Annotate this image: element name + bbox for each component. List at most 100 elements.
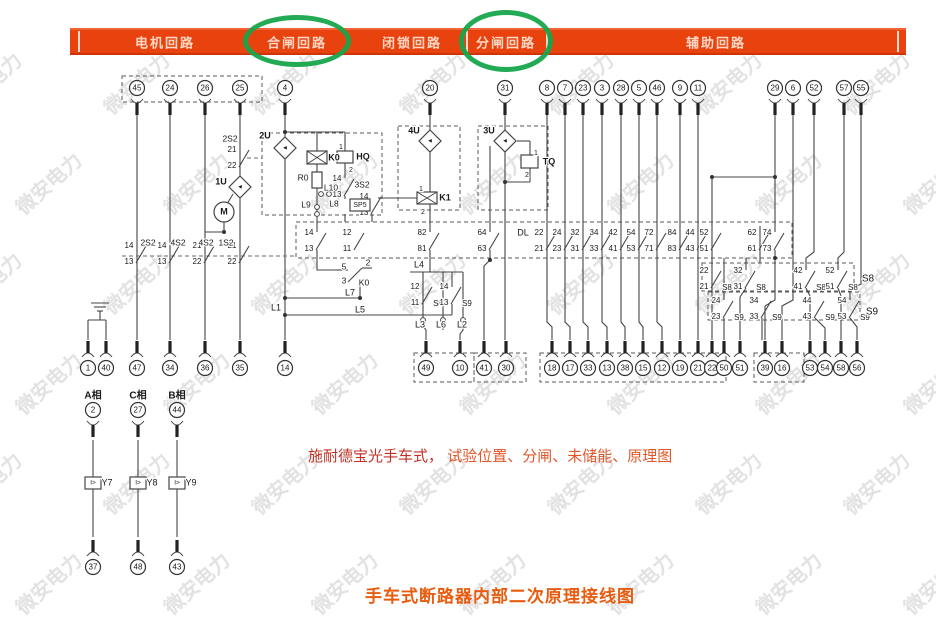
contact-num: 64 [478,228,487,237]
terminal-num-40: 40 [102,364,111,373]
terminal-num-26: 26 [201,84,210,93]
contact-slash [545,232,557,251]
label: L9 [301,199,311,209]
contact-num: 72 [645,228,654,237]
terminal-num-48: 48 [134,563,143,572]
terminal-30 [497,359,515,377]
label: L5 [355,304,365,314]
contact-slash [315,232,327,251]
label: Y8 [146,477,157,487]
terminal-num-25: 25 [236,84,245,93]
contact-num: 31 [571,244,580,253]
contact-num: 34 [750,296,759,305]
watermark: 微安电力 [750,548,826,620]
terminal-num-2: 2 [91,406,96,415]
dashed-box [261,132,383,216]
plug-arc [545,352,559,358]
wire [739,287,747,340]
plug-arc [850,352,864,358]
terminal-num-11: 11 [694,84,703,93]
SP5-box [349,198,371,212]
contact-num: 14 [125,241,134,250]
terminal-6 [784,79,802,97]
terminal-15 [634,359,652,377]
dashed-box [477,125,549,211]
connector-circle [460,317,466,323]
watermark: 微安电力 [10,548,86,620]
terminal-50 [715,359,733,377]
junction-dot [358,296,362,300]
terminal-num-49: 49 [422,364,431,373]
watermark: 微安电力 [306,348,382,420]
plug-arc [768,98,782,104]
terminal-10 [451,359,469,377]
contact-num: 84 [668,228,677,237]
plug-arc [632,98,646,104]
terminal-num-9: 9 [678,84,683,93]
terminal-num-20: 20 [426,84,435,93]
terminal-41 [475,359,493,377]
junction-dot [773,256,777,260]
plug-arc [618,352,632,358]
contact-slash [637,232,649,251]
wire [814,317,826,340]
wire [849,317,858,340]
contact-label: S9 [860,313,870,322]
contact-slash [836,270,848,289]
terminal-num-43: 43 [173,563,182,572]
label: L10 [324,182,338,192]
contact-slash [758,232,770,251]
terminal-num-57: 57 [840,84,849,93]
contact-label: S8 [848,283,858,292]
label: 3U [483,125,495,135]
contact-num: 43 [803,312,812,321]
watermark: 微安电力 [898,148,936,220]
contact-num: 22 [535,228,544,237]
contact-slash [203,245,215,264]
contact-num: 51 [700,244,709,253]
dashed-box [121,75,263,103]
terminal-49 [417,359,435,377]
terminal-36 [196,359,214,377]
contact-slash [563,232,575,251]
watermark: 微安电力 [454,148,530,220]
connector-circle [440,317,446,323]
wire [781,112,794,340]
junction-dot [488,258,492,262]
contact-num: 21 [193,241,202,250]
terminal-45 [128,79,146,97]
contact-num: 33 [590,244,599,253]
contact-num: 14 [360,192,369,201]
contact-num: 52 [700,228,709,237]
terminal-num-6: 6 [791,84,796,93]
contact-num: 12 [343,228,352,237]
terminal-1 [79,359,97,377]
terminal-8 [538,79,556,97]
contact-slash [353,232,365,251]
plug-arc [705,352,719,358]
terminal-num-22: 22 [708,364,717,373]
Y9-ct [168,476,186,490]
terminal-38 [616,359,634,377]
contact-num: 22 [228,161,237,170]
wire [347,267,363,283]
header-label-2: 闭锁回路 [381,35,443,50]
terminal-26 [196,79,214,97]
4U-plug-glyph: ◄ [427,139,433,145]
contact-num: 23 [712,312,721,321]
label: 1 [534,150,538,157]
label: I> [135,480,141,487]
contact-num: 13 [333,190,342,199]
plug-arc [170,551,184,557]
connector-circle [420,317,426,323]
HQ-coil [336,150,354,164]
plug-arc [278,352,292,358]
terminal-num-44: 44 [173,406,182,415]
header-label-0: 电机回路 [134,35,196,50]
terminal-31 [496,79,514,97]
terminal-48 [129,558,147,576]
plug-arc [477,352,491,358]
contact-num: 32 [734,266,743,275]
label: 4S2 [170,237,185,247]
